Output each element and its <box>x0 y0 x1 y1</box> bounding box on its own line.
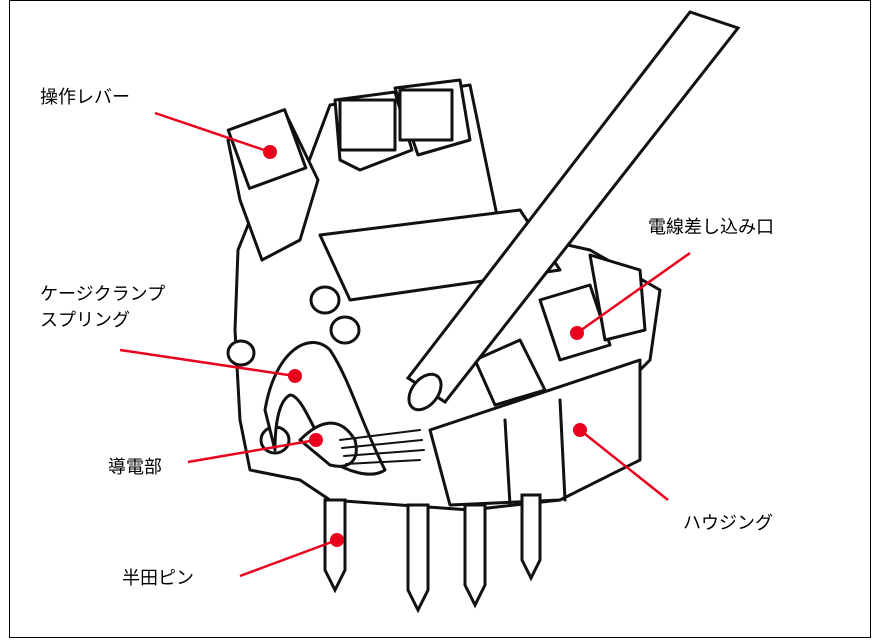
label-conductor: 導電部 <box>108 457 162 478</box>
leader-solder-pin <box>239 538 338 578</box>
dot-wire-entry <box>570 326 584 340</box>
leader-spring <box>119 348 296 378</box>
label-spring-line1: ケージクランプ <box>40 284 166 305</box>
label-wire-entry: 電線差し込み口 <box>648 217 774 238</box>
dot-solder-pin <box>330 533 344 547</box>
leader-conductor <box>187 438 317 464</box>
leader-wire-entry <box>576 251 691 335</box>
label-solder-pin: 半田ピン <box>122 568 194 589</box>
leader-lever <box>154 111 271 154</box>
dot-lever <box>263 145 277 159</box>
entry-3 <box>588 253 647 342</box>
front-face <box>428 358 642 507</box>
lever-right-tab <box>398 88 454 142</box>
peg-3 <box>329 315 361 345</box>
label-housing: ハウジング <box>683 513 773 534</box>
pin-3 <box>463 503 487 609</box>
dot-housing <box>573 423 587 437</box>
pin-2 <box>406 503 430 614</box>
leader-lines <box>119 111 691 578</box>
label-lever: 操作レバー <box>40 87 130 108</box>
dot-spring <box>288 369 302 383</box>
dot-conductor <box>309 433 323 447</box>
leader-housing <box>579 429 669 501</box>
entry-2 <box>538 283 612 362</box>
marker-dots <box>263 145 587 547</box>
pin-4 <box>520 493 542 582</box>
label-spring-line2: スプリング <box>40 310 130 331</box>
lever-mid-tab <box>338 98 397 152</box>
conductor-fins <box>339 429 425 465</box>
peg-1 <box>226 339 256 367</box>
peg-2 <box>309 285 341 315</box>
entry-1 <box>473 338 547 407</box>
